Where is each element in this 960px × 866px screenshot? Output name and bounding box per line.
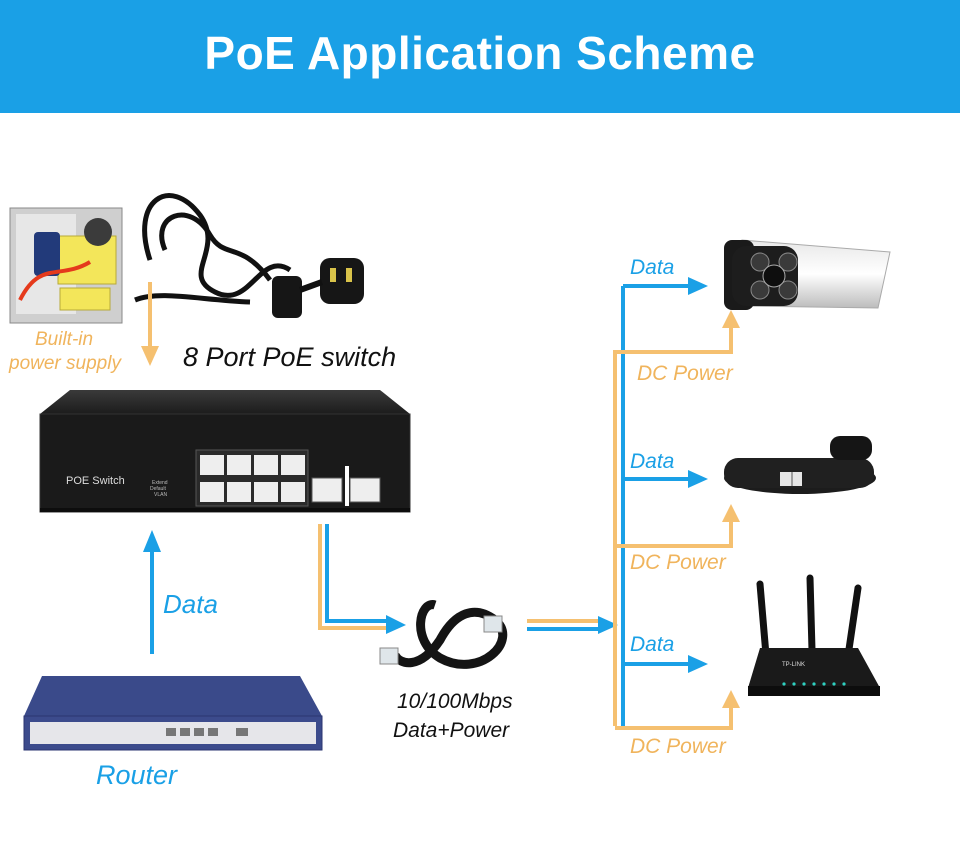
switch-led-label-default: Default — [150, 486, 166, 492]
built-in-label-line1: Built-in — [35, 329, 94, 350]
page-title: PoE Application Scheme — [204, 27, 756, 79]
cable-to-bus-lines — [527, 616, 618, 634]
power-input-arrow — [141, 282, 159, 366]
distribution-bus — [613, 286, 625, 726]
poe-switch-image — [39, 390, 411, 513]
ip-camera-image — [724, 239, 891, 310]
ethernet-cable-image — [379, 600, 508, 669]
branch-camera — [615, 277, 740, 354]
title-banner: PoE Application Scheme — [0, 0, 960, 113]
power-cord-image — [134, 193, 364, 318]
cable-type-label: Data+Power — [393, 719, 510, 742]
wifi-power-label: DC Power — [630, 735, 726, 758]
switch-port-group — [195, 449, 381, 507]
cable-speed-label: 10/100Mbps — [397, 690, 513, 713]
router-image — [23, 676, 323, 751]
wifi-router-brand: TP-LINK — [782, 662, 806, 668]
branch-wifi-router — [615, 655, 740, 730]
power-supply-image — [9, 207, 123, 324]
switch-name-label: 8 Port PoE switch — [183, 342, 397, 372]
phone-data-label: Data — [630, 450, 675, 473]
router-data-label: Data — [163, 589, 218, 619]
switch-led-label-extend: Extend — [152, 480, 168, 486]
router-label: Router — [96, 760, 178, 790]
built-in-label-line2: power supply — [9, 353, 121, 374]
camera-power-label: DC Power — [637, 362, 733, 385]
branch-phone — [615, 470, 740, 548]
switch-led-label-vlan: VLAN — [154, 492, 168, 498]
camera-data-label: Data — [630, 256, 675, 279]
wifi-router-image — [748, 574, 880, 696]
switch-brand-label: POE Switch — [66, 475, 125, 487]
switch-output-lines — [318, 524, 406, 634]
ip-phone-image — [724, 436, 876, 494]
wifi-data-label: Data — [630, 633, 675, 656]
router-data-arrow — [143, 530, 161, 654]
phone-power-label: DC Power — [630, 551, 726, 574]
